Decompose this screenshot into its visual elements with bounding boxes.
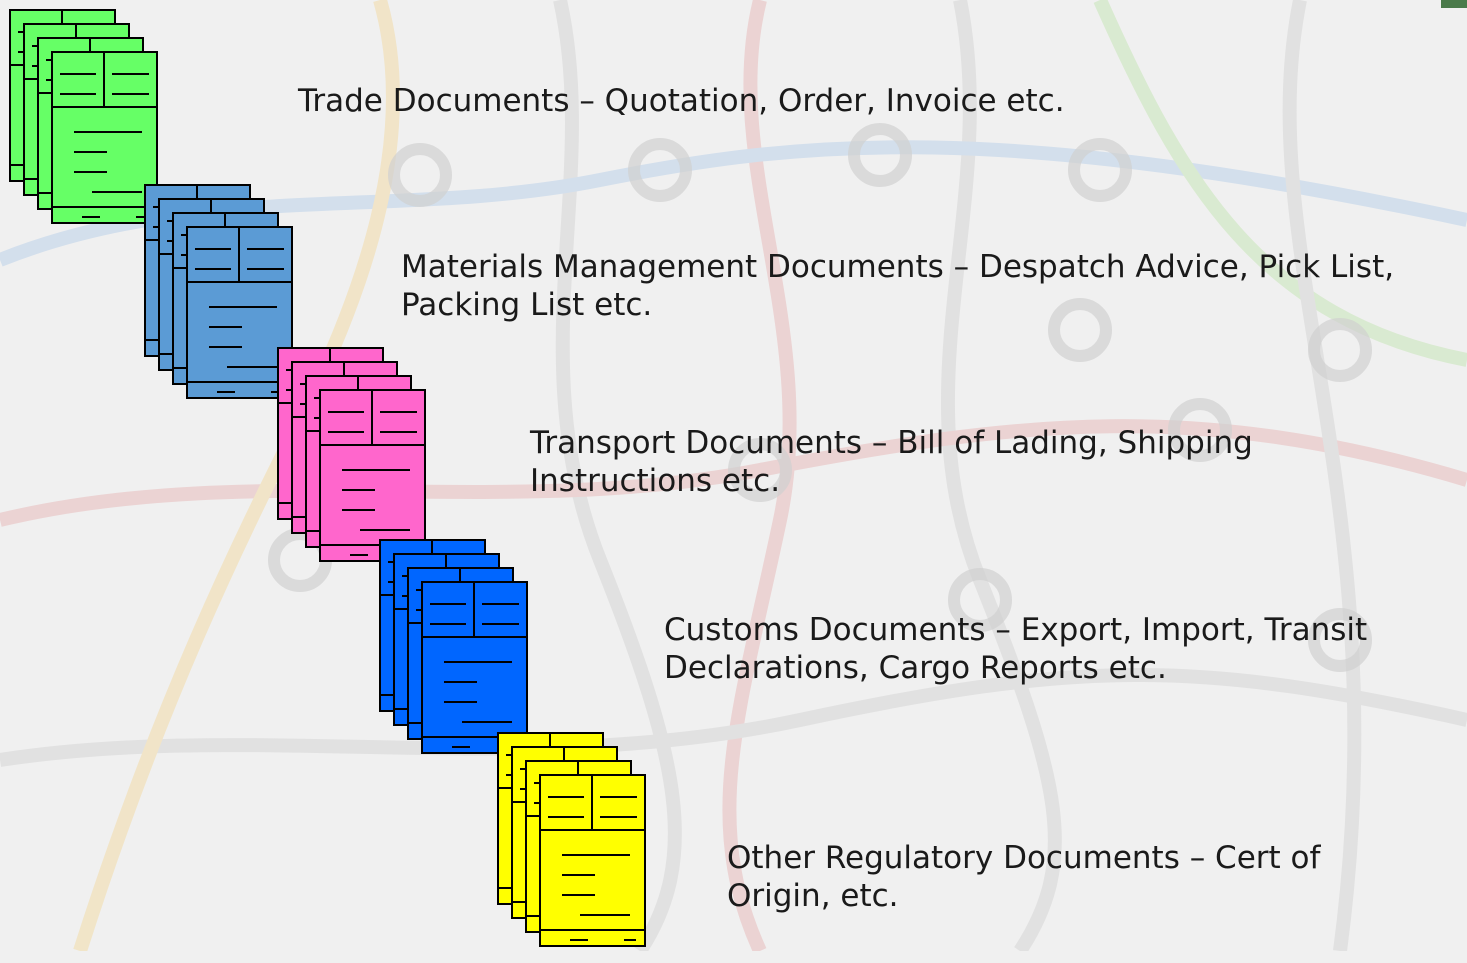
document-stack-customs	[379, 539, 530, 770]
document-stack-transport	[277, 347, 428, 578]
document-page-icon	[186, 226, 293, 399]
document-page-icon	[421, 581, 528, 754]
label-other-regulatory-documents: Other Regulatory Documents – Cert of Ori…	[727, 840, 1321, 914]
document-page-icon	[319, 389, 426, 562]
document-page-icon	[539, 774, 646, 947]
document-stack-icons	[379, 539, 528, 754]
document-stack-icons	[277, 347, 426, 562]
label-trade-documents: Trade Documents – Quotation, Order, Invo…	[298, 83, 1065, 119]
label-materials-management-documents: Materials Management Documents – Despatc…	[401, 249, 1395, 323]
label-customs-documents: Customs Documents – Export, Import, Tran…	[664, 612, 1368, 686]
label-transport-documents: Transport Documents – Bill of Lading, Sh…	[530, 425, 1253, 499]
document-stack-trade	[9, 9, 160, 240]
document-stack-other-regulatory	[497, 732, 648, 963]
document-stack-icons	[9, 9, 158, 224]
document-stack-icons	[144, 184, 293, 399]
document-stack-materials-management	[144, 184, 295, 415]
document-page-icon	[51, 51, 158, 224]
document-stack-icons	[497, 732, 646, 947]
